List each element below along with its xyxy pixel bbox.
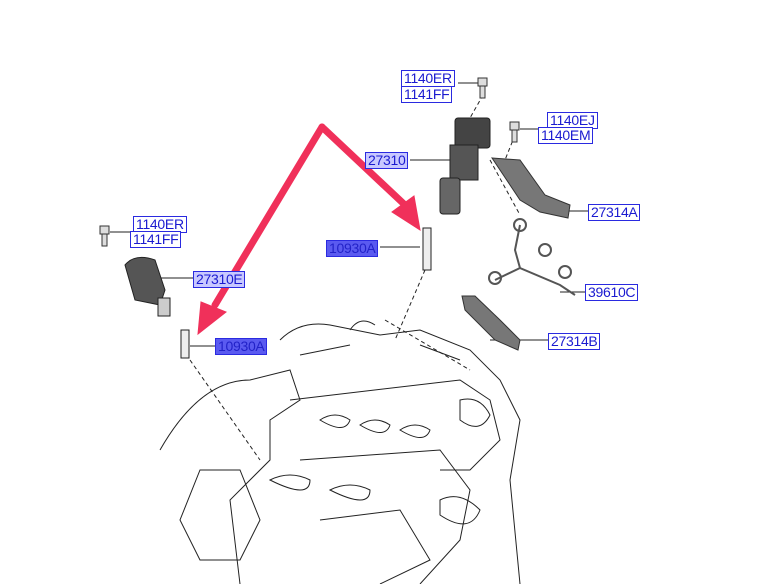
part-label-10930A-left[interactable]: 10930A (215, 338, 268, 355)
part-label-27310E[interactable]: 27310E (193, 271, 246, 288)
bolt-icon (99, 77, 520, 247)
spark-plug (180, 227, 432, 359)
part-label-39610C[interactable]: 39610C (585, 284, 639, 301)
ignition-coil-left (124, 256, 171, 317)
part-label-27310[interactable]: 27310 (365, 152, 409, 169)
part-label-27314A[interactable]: 27314A (588, 204, 641, 221)
part-label-1140EJ[interactable]: 1140EJ (547, 112, 598, 129)
part-label-1140ER[interactable]: 1140ER (401, 70, 455, 87)
part-label-27314B[interactable]: 27314B (548, 333, 601, 350)
part-label-1140EM[interactable]: 1140EM (538, 127, 594, 144)
wiring-harness (488, 218, 576, 296)
part-label-1140ER-left[interactable]: 1140ER (133, 216, 187, 233)
ignition-coil (439, 117, 491, 215)
part-label-10930A-right[interactable]: 10930A (326, 240, 379, 257)
part-label-1141FF-left[interactable]: 1141FF (130, 231, 182, 248)
part-label-1141FF[interactable]: 1141FF (401, 86, 453, 103)
